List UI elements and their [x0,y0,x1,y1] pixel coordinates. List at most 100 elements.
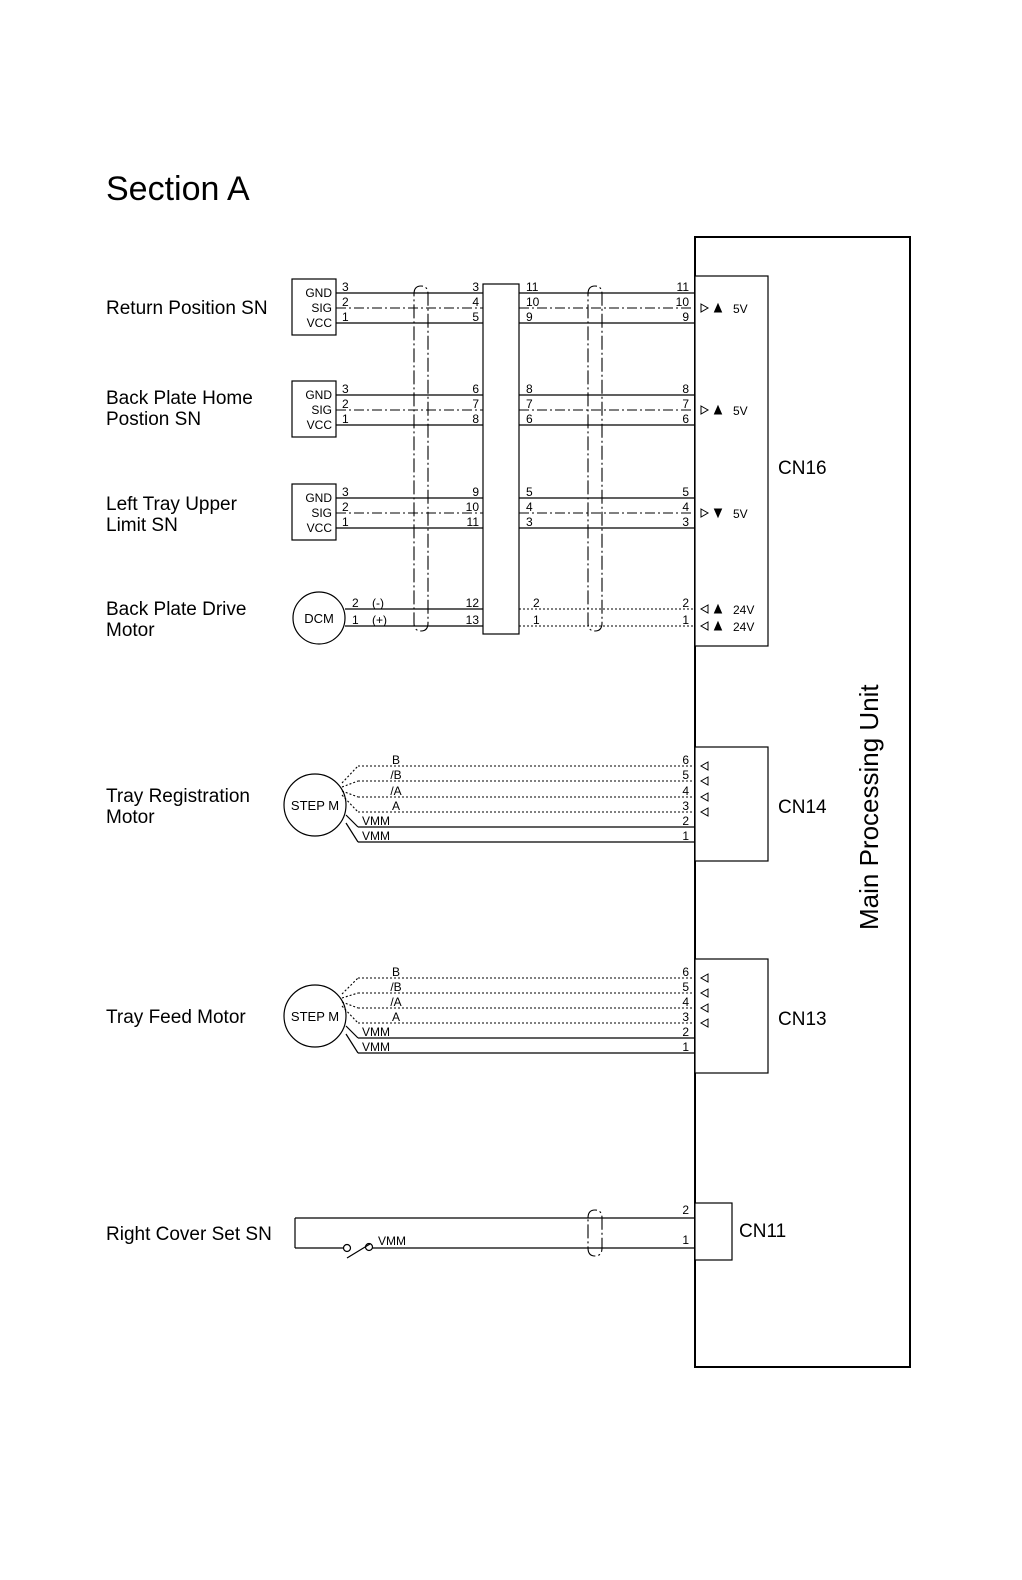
left_tray-pinnum-sensor-0: 3 [342,485,349,499]
tray_registration-signal-2: /A [390,784,401,798]
tray_feed-signal-arrow-icon-2 [699,1003,709,1013]
return_position-pinnum-cn16-0: 11 [677,280,690,294]
tray_registration-signal-1: /B [390,768,401,782]
back_plate_home-pin-vcc: VCC [307,418,333,432]
left_tray-pinnum-sensor-1: 2 [342,500,349,514]
tray_feed-pinnum-4: 2 [682,1025,689,1039]
left_tray-pinnum-relay-left-1: 10 [466,500,480,514]
tray_registration-signal-arrow-icon-0 [699,761,709,771]
cable-shield-right [587,285,603,632]
tray_feed-signal-arrow-icon-0 [699,973,709,983]
tray_registration-fan-1 [341,780,359,788]
back-plate-drive-polarity-1: (+) [372,613,387,627]
left_tray-pinnum-cn16-2: 3 [682,515,689,529]
back_plate_home-pinnum-relay-right-0: 8 [526,382,533,396]
tray_feed-fan-2 [341,1001,359,1009]
tray_feed-signal-5: VMM [362,1040,390,1054]
cable-shield-left [413,285,429,632]
tray_feed-fan-0 [341,977,359,995]
return_position-pin-sig: SIG [311,301,332,315]
tray_feed-signal-1: /B [390,980,401,994]
back_plate_home-pinnum-cn16-1: 7 [682,397,689,411]
tray_registration-stepper-circle [283,773,347,837]
right-cover-signal-label: VMM [378,1234,406,1248]
tray_registration-signal-5: VMM [362,829,390,843]
left_tray-pinnum-relay-right-1: 4 [526,500,533,514]
return_position-pinnum-sensor-0: 3 [342,280,349,294]
return_position-pinnum-relay-left-0: 3 [472,280,479,294]
return_position-pinnum-sensor-1: 2 [342,295,349,309]
left_tray-pinnum-relay-left-2: 11 [467,515,480,529]
cn14-label: CN14 [778,797,827,818]
return_position-pinnum-relay-left-1: 4 [472,295,479,309]
back-plate-drive-relay-right-0: 2 [533,596,540,610]
cn16-connector [694,275,769,647]
back_plate_home-pinnum-sensor-1: 2 [342,397,349,411]
tray_registration-pinnum-1: 5 [682,768,689,782]
tray_feed-fan-4 [345,1025,359,1039]
tray_feed-signal-4: VMM [362,1025,390,1039]
back_plate_home-signal-arrow-icon [700,405,710,415]
left_tray-pin-sig: SIG [311,506,332,520]
right-cover-pinnum-0: 2 [682,1203,689,1217]
return-position-sn-label: Return Position SN [106,298,268,319]
tray_registration-signal-arrow-icon-2 [699,792,709,802]
back-plate-drive-label-line2: Motor [106,620,155,641]
cn11-connector [694,1202,733,1261]
back_plate_home-pinnum-relay-right-2: 6 [526,412,533,426]
return_position-voltage-label: 5V [733,302,748,316]
tray_feed-stepper-device-label: STEP M [291,1009,339,1024]
return_position-direction-arrow-icon [713,302,723,313]
tray_registration-signal-arrow-icon-1 [699,776,709,786]
switch-contact-left-icon [342,1243,352,1253]
left_tray-voltage-label: 5V [733,507,748,521]
left_tray-pin-vcc: VCC [307,521,333,535]
return_position-pinnum-relay-right-1: 10 [526,295,540,309]
tray_registration-pinnum-2: 4 [682,784,689,798]
back-plate-drive-signal-arrow-icon-0 [699,604,709,614]
return_position-pinnum-relay-right-2: 9 [526,310,533,324]
back-plate-drive-voltage-1: 24V [733,620,754,634]
left-tray-label-line1: Left Tray Upper [106,494,238,515]
back-plate-drive-direction-arrow-icon-1 [713,620,723,631]
cn13-label: CN13 [778,1009,827,1030]
back_plate_home-pinnum-sensor-2: 1 [342,412,349,426]
tray_feed-fan-1 [341,992,359,999]
back-plate-drive-relay-left-1: 13 [466,613,480,627]
tray_registration-pinnum-4: 2 [682,814,689,828]
left_tray-pinnum-cn16-1: 4 [682,500,689,514]
left_tray-pinnum-relay-right-0: 5 [526,485,533,499]
tray_registration-fan-4 [345,814,359,828]
back_plate_home-pinnum-relay-right-1: 7 [526,397,533,411]
left-tray-label-line2: Limit SN [106,515,178,536]
relay-connector [482,283,520,635]
tray_registration-fan-2 [341,790,359,798]
main-processing-unit-label: Main Processing Unit [854,684,884,930]
back_plate_home-pinnum-relay-left-1: 7 [472,397,479,411]
tray_feed-signal-arrow-icon-1 [699,988,709,998]
cable-shield-right-cover [587,1209,603,1257]
tray_feed-pinnum-1: 5 [682,980,689,994]
return_position-pinnum-cn16-2: 9 [682,310,689,324]
dc-motor-device-label: DCM [304,611,334,626]
back_plate_home-pinnum-sensor-0: 3 [342,382,349,396]
return_position-pinnum-sensor-2: 1 [342,310,349,324]
tray_feed-signal-3: A [392,1010,400,1024]
return_position-pinnum-relay-right-0: 11 [526,280,539,294]
left_tray-pinnum-relay-left-0: 9 [472,485,479,499]
back_plate_home-pinnum-relay-left-0: 6 [472,382,479,396]
back_plate_home-pin-sig: SIG [311,403,332,417]
back_plate_home-sensor-box [291,380,337,438]
back_plate_home-pinnum-cn16-0: 8 [682,382,689,396]
tray_feed-fan-5 [345,1033,359,1054]
tray_feed-signal-2: /A [390,995,401,1009]
tray_registration-fan-0 [341,765,359,784]
back-plate-drive-pinnum-1: 1 [352,613,359,627]
tray_registration-pinnum-3: 3 [682,799,689,813]
tray_registration-signal-3: A [392,799,400,813]
back-plate-drive-cn16-1: 1 [682,613,689,627]
left_tray-signal-arrow-icon [700,508,710,518]
tray-registration-label-line1: Tray Registration [106,786,250,807]
